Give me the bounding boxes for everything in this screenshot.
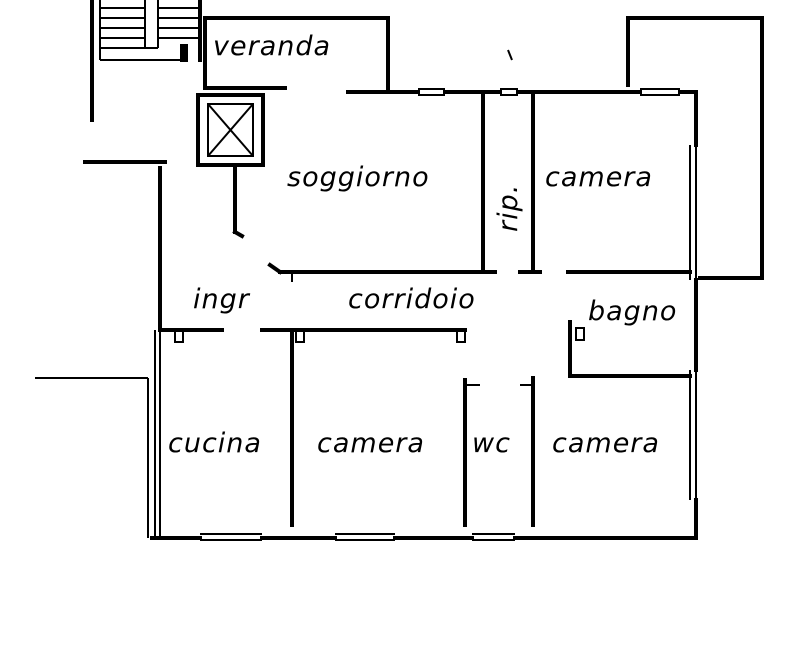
exterior-walls [83,88,698,541]
room-label-wc: wc [472,428,511,459]
room-label-camera-top-right: camera [545,162,653,193]
interior-walls [158,90,692,527]
room-label-camera-bottom-left: camera [317,428,425,459]
veranda-walls [203,16,390,90]
room-label-soggiorno: soggiorno [287,162,430,193]
room-label-ingresso: ingr [193,284,251,315]
north-tick [507,49,513,61]
elevator-icon [196,93,265,239]
balcony [626,16,764,280]
staircase [90,0,202,122]
room-label-ripostiglio: rip. [493,184,524,232]
room-label-cucina: cucina [168,428,262,459]
room-label-camera-bottom-right: camera [552,428,660,459]
room-label-bagno: bagno [588,296,677,327]
room-label-corridoio: corridoio [348,284,476,315]
room-label-veranda: veranda [213,31,331,62]
ground-line [35,377,149,538]
